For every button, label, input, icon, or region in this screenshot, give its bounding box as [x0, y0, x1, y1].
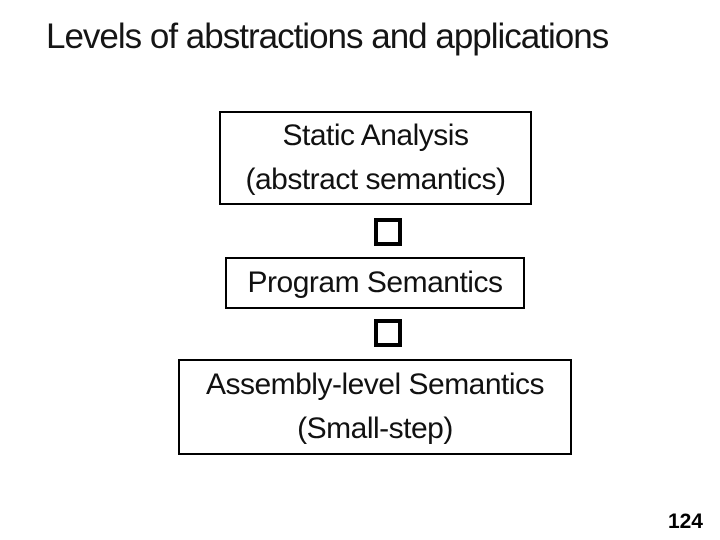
- page-number: 124: [667, 510, 703, 533]
- box-label-line: Static Analysis: [282, 119, 469, 152]
- box-label-line: (abstract semantics): [245, 163, 506, 196]
- slide-title: Levels of abstractions and applications: [46, 17, 609, 56]
- missing-glyph-square-icon: [374, 218, 402, 246]
- diagram-box-program-semantics: Program Semantics: [225, 257, 525, 309]
- missing-glyph-square-icon: [374, 319, 402, 347]
- box-label-line: Program Semantics: [247, 266, 503, 299]
- diagram-box-assembly-level-semantics: Assembly-level Semantics (Small-step): [178, 359, 572, 455]
- box-label-line: (Small-step): [297, 412, 453, 445]
- diagram-box-static-analysis: Static Analysis (abstract semantics): [219, 111, 532, 205]
- box-label-line: Assembly-level Semantics: [205, 368, 545, 401]
